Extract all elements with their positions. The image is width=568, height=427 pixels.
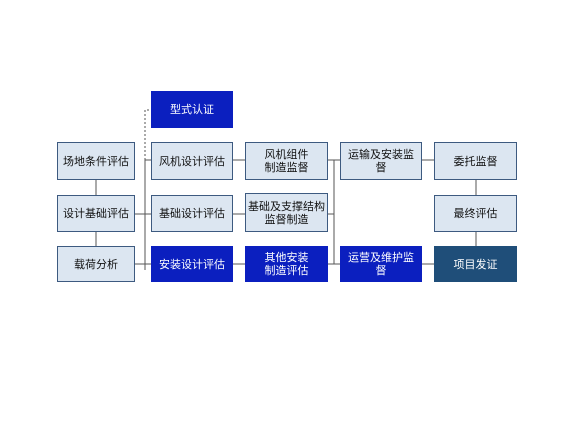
turbine-manufacturing-box: 风机组件 制造监督 <box>245 142 328 180</box>
transport-installation-box: 运输及安装监督 <box>340 142 422 180</box>
turbine-design-box: 风机设计评估 <box>151 142 233 180</box>
foundation-design-box: 基础设计评估 <box>151 195 233 232</box>
type-certification-box: 型式认证 <box>151 91 233 128</box>
installation-design-box: 安装设计评估 <box>151 246 233 282</box>
dotted-link-type-certification <box>144 109 151 216</box>
operation-maintenance-box: 运营及维护监督 <box>340 246 422 282</box>
commissioning-box: 委托监督 <box>434 142 517 180</box>
design-basis-box: 设计基础评估 <box>57 195 135 232</box>
foundation-support-manufacturing-box: 基础及支撑结构 监督制造 <box>245 193 328 232</box>
other-installation-manufacturing-box: 其他安装 制造评估 <box>245 246 328 282</box>
final-evaluation-box: 最终评估 <box>434 195 517 232</box>
project-certificate-box: 项目发证 <box>434 246 517 282</box>
load-analysis-box: 载荷分析 <box>57 246 135 282</box>
site-conditions-box: 场地条件评估 <box>57 142 135 180</box>
